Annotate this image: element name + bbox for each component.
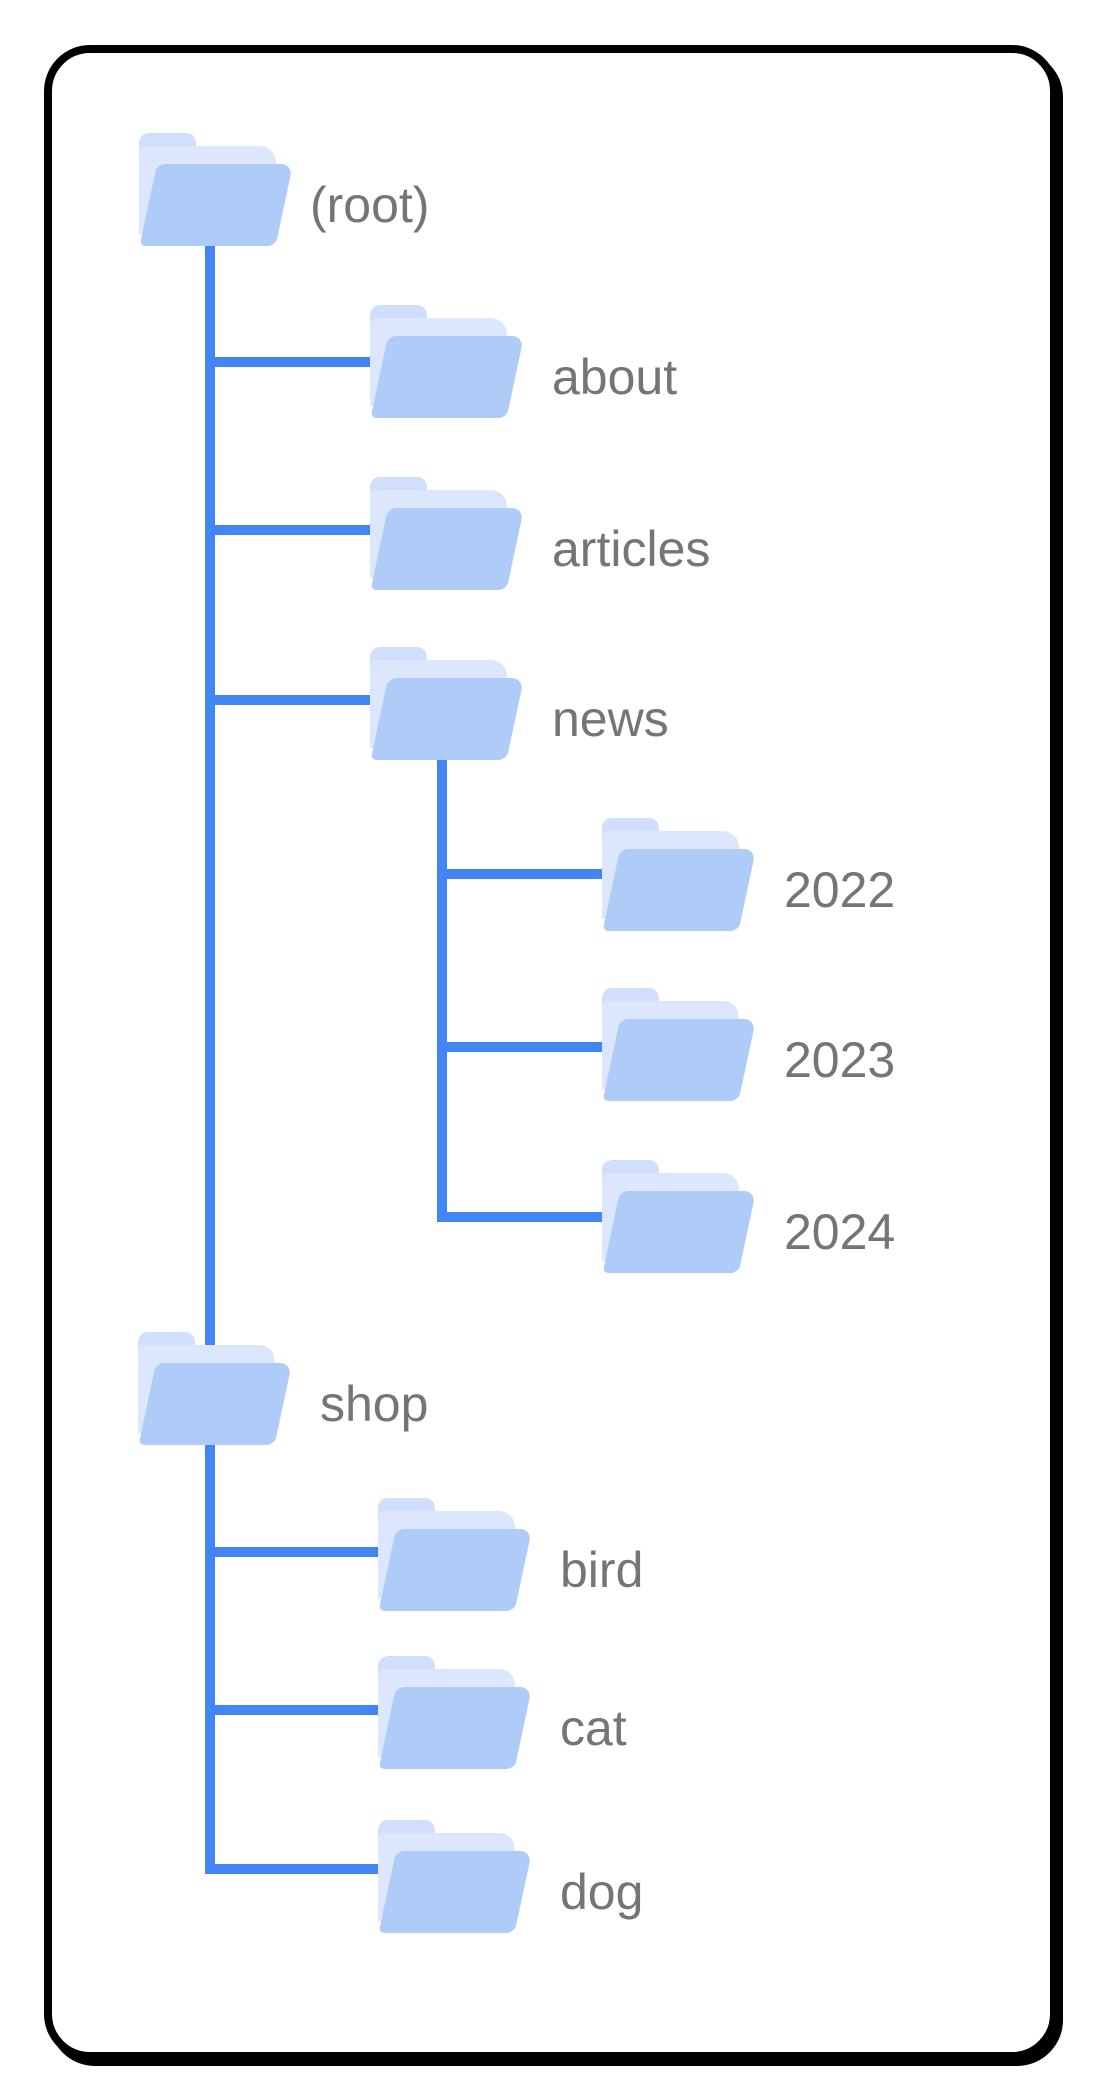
tree-node-bird: bird — [378, 1498, 643, 1611]
folder-front — [139, 164, 293, 246]
folder-front — [378, 1529, 532, 1611]
connector-branch-2024 — [437, 1212, 622, 1222]
tree-node-shop: shop — [138, 1332, 428, 1445]
folder-label: bird — [560, 1542, 644, 1598]
folder-icon — [378, 1820, 532, 1933]
connector-branch-bird — [205, 1547, 398, 1557]
connector-root-trunk — [205, 242, 215, 1874]
folder-icon — [602, 1160, 756, 1273]
connector-branch-about — [205, 357, 390, 367]
folder-label: shop — [320, 1376, 429, 1432]
site-structure-card — [44, 45, 1058, 2060]
tree-node-2022: 2022 — [602, 818, 895, 931]
folder-label: (root) — [310, 177, 430, 233]
folder-icon — [378, 1656, 532, 1769]
folder-label: about — [552, 349, 678, 405]
folder-label: cat — [560, 1700, 627, 1756]
connector-branch-dog — [205, 1864, 398, 1874]
folder-icon — [370, 477, 524, 590]
tree-node-articles: articles — [370, 477, 710, 590]
folder-front — [138, 1363, 292, 1445]
folder-front — [378, 1851, 532, 1933]
tree-node-about: about — [370, 305, 677, 418]
folder-front — [602, 1019, 756, 1101]
tree-node-dog: dog — [378, 1820, 643, 1933]
folder-front — [602, 849, 756, 931]
tree-node-root: (root) — [139, 133, 429, 246]
folder-front — [370, 336, 524, 418]
folder-front — [370, 678, 524, 760]
folder-label: articles — [552, 521, 711, 577]
folder-label: 2023 — [784, 1032, 896, 1088]
connector-branch-2022 — [437, 869, 622, 879]
folder-label: news — [552, 691, 669, 747]
connector-branch-articles — [205, 525, 390, 535]
folder-icon — [602, 818, 756, 931]
tree-node-2024: 2024 — [602, 1160, 895, 1273]
tree-node-news: news — [370, 647, 669, 760]
folder-icon — [139, 133, 293, 246]
connector-branch-news — [205, 695, 390, 705]
folder-label: 2024 — [784, 1204, 896, 1260]
folder-label: dog — [560, 1864, 644, 1920]
connector-news-trunk — [437, 755, 447, 1222]
connector-branch-2023 — [437, 1042, 622, 1052]
folder-icon — [370, 305, 524, 418]
connector-branch-cat — [205, 1705, 398, 1715]
folder-front — [378, 1687, 532, 1769]
folder-icon — [602, 988, 756, 1101]
folder-label: 2022 — [784, 862, 896, 918]
folder-icon — [370, 647, 524, 760]
folder-front — [602, 1191, 756, 1273]
tree-node-2023: 2023 — [602, 988, 895, 1101]
folder-icon — [138, 1332, 292, 1445]
folder-icon — [378, 1498, 532, 1611]
tree-node-cat: cat — [378, 1656, 627, 1769]
folder-front — [370, 508, 524, 590]
